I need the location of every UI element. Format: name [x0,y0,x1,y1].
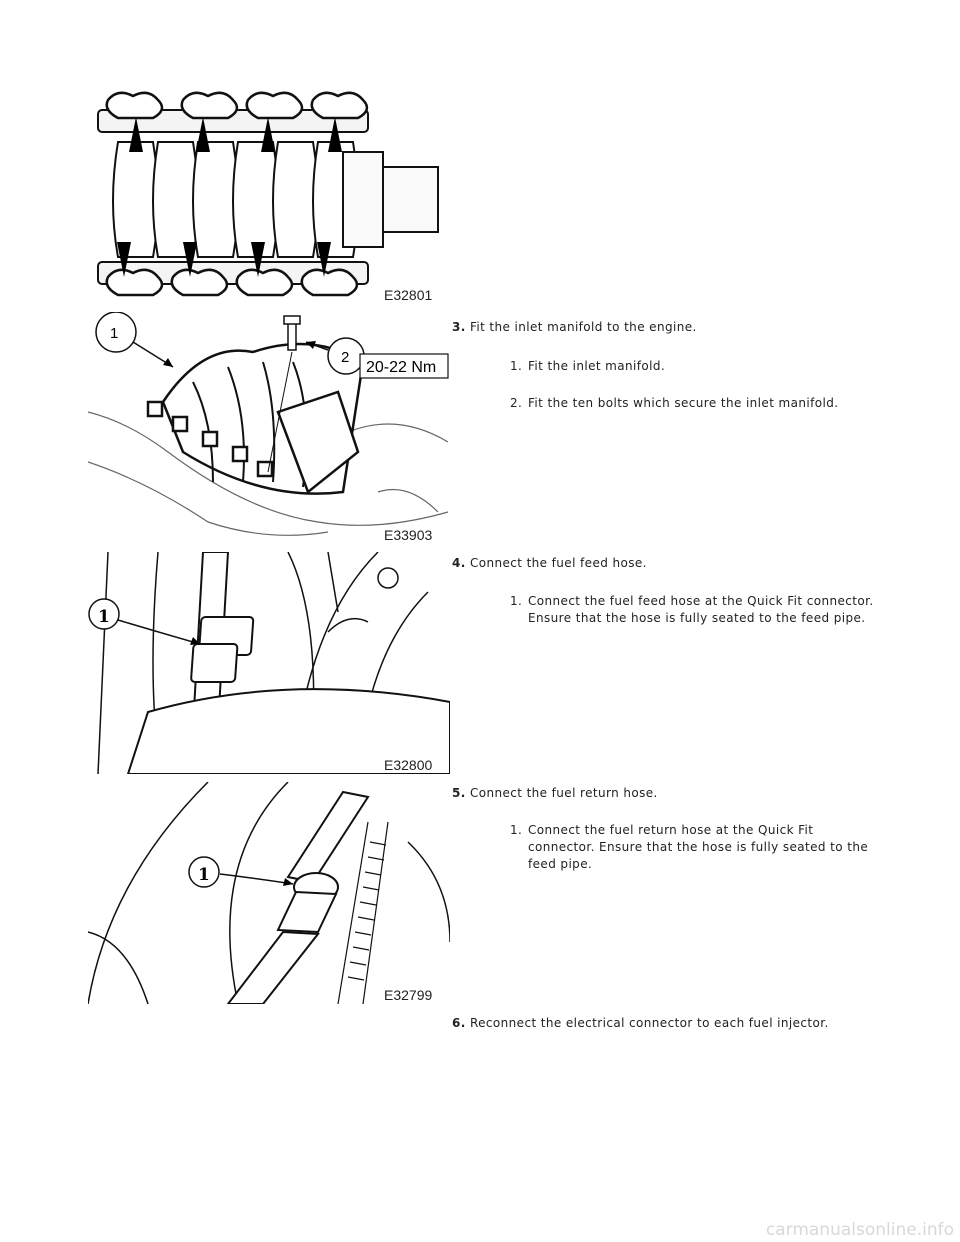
substep-3-2: 2.Fit the ten bolts which secure the inl… [510,396,839,410]
step-text: Connect the fuel return hose. [469,786,658,800]
figure-code: E33903 [384,527,432,543]
fuel-return-hose-illustration: 1 E32799 [88,782,450,1004]
torque-box [359,353,449,379]
watermark-bar: carmanualsonline.info [0,1220,960,1242]
figure-e32801: E32801 [88,82,450,304]
step-text: Fit the inlet manifold to the engine. [469,320,697,334]
watermark-text: carmanualsonline.info [765,1220,954,1240]
figure-e32799: 1 E32799 [88,782,450,1004]
substep-4-1: 1.Connect the fuel feed hose at the Quic… [510,594,874,625]
figure-e32800: 1 E32800 [88,552,450,774]
step-6: 6. Reconnect the electrical connector to… [452,1016,829,1030]
step-3: 3. Fit the inlet manifold to the engine. [452,320,697,334]
callout-circle [188,856,220,888]
step-number: 5. [452,786,466,800]
callout-label: 1 [198,865,210,885]
callout-label: 1 [98,607,110,627]
figure-code: E32801 [384,287,432,303]
step-number: 4. [452,556,466,570]
callout-label: 1 [110,325,118,342]
step-text: Connect the fuel feed hose. [469,556,647,570]
callout-circle [95,312,137,353]
step-5: 5. Connect the fuel return hose. [452,786,658,800]
torque-value: 20-22 Nm [366,359,436,376]
callout-label: 2 [341,349,349,366]
step-4: 4. Connect the fuel feed hose. [452,556,647,570]
figure-code: E32800 [384,757,432,773]
corrugated-hose [337,821,389,1004]
manifold-gasket-illustration: E32801 [97,91,439,303]
figure-e33903: 1 2 20-22 Nm E33903 [88,312,450,544]
bolt-icon [267,315,301,473]
step-number: 3. [452,320,466,334]
substep-3-1: 1.Fit the inlet manifold. [510,359,666,373]
fuel-feed-hose-illustration: 1 E32800 [88,552,450,774]
figure-code: E32799 [384,987,432,1003]
step-number: 6. [452,1016,466,1030]
arrow-icons [117,117,342,277]
callout-circle [88,598,120,630]
inlet-manifold-illustration: 1 2 20-22 Nm E33903 [88,312,449,543]
substep-5-1: 1.Connect the fuel return hose at the Qu… [510,823,869,871]
step-text: Reconnect the electrical connector to ea… [469,1016,829,1030]
